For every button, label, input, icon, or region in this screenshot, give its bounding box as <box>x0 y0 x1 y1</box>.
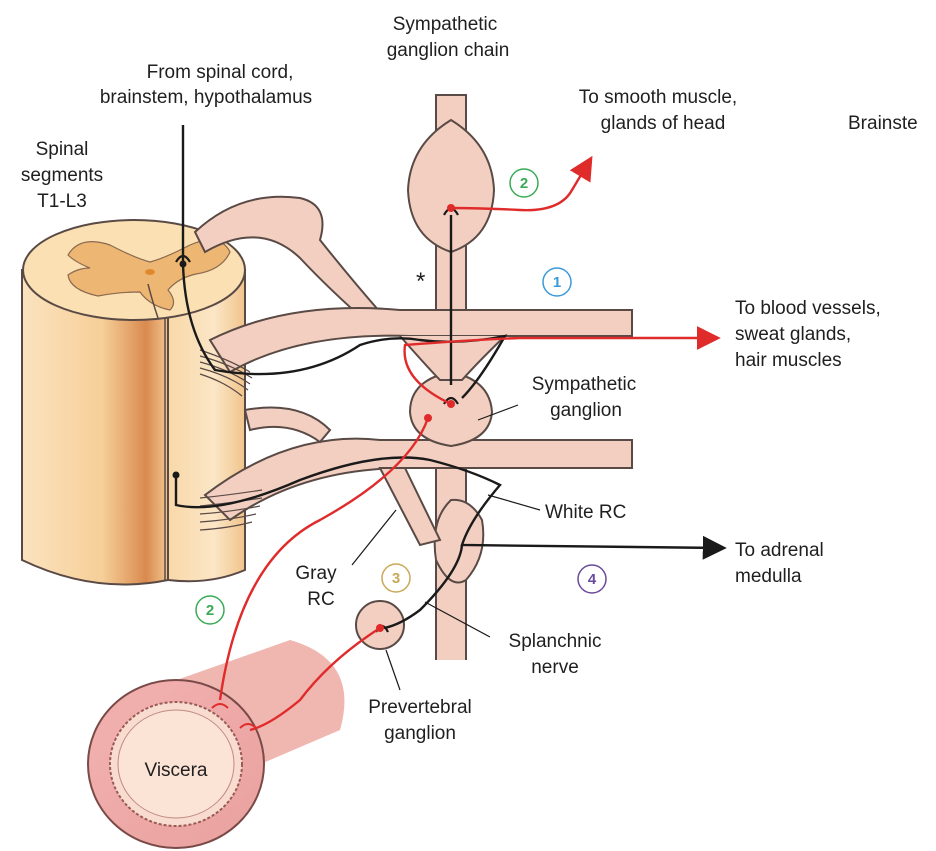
gray-ramus-communicans <box>380 468 440 545</box>
pathway-number-3: 3 <box>392 570 400 587</box>
pathway-badge-2-upper: 2 <box>510 169 538 197</box>
viscera-organ <box>88 640 344 848</box>
label-spinal-1: Spinal <box>36 139 89 160</box>
central-canal <box>145 269 155 275</box>
label-smooth-1: To smooth muscle, <box>579 87 737 108</box>
pathway-badge-2-lower: 2 <box>196 596 224 624</box>
label-vessels-1: To blood vessels, <box>735 298 881 319</box>
label-brainstem: Brainste <box>848 113 918 134</box>
asterisk-marker: * <box>416 268 425 295</box>
label-from-1: From spinal cord, <box>147 62 294 83</box>
pathway-badge-4: 4 <box>578 565 606 593</box>
label-viscera: Viscera <box>144 760 207 781</box>
label-adrenal-1: To adrenal <box>735 540 824 561</box>
label-smooth-2: glands of head <box>601 113 726 134</box>
spinal-cord-segment <box>22 220 245 585</box>
label-prevert-2: ganglion <box>384 723 456 744</box>
label-vessels-2: sweat glands, <box>735 324 851 345</box>
pathway-number-2-upper: 2 <box>520 175 528 192</box>
pathway-number-4: 4 <box>588 571 597 588</box>
label-prevert-1: Prevertebral <box>368 697 472 718</box>
label-vessels-3: hair muscles <box>735 350 842 371</box>
pathway-number-2-lower: 2 <box>206 602 214 619</box>
label-spinal-3: T1-L3 <box>37 191 87 212</box>
lower-chain-ganglion <box>435 500 484 583</box>
label-spinal-2: segments <box>21 165 103 186</box>
pathway-number-1: 1 <box>553 274 561 291</box>
label-from-2: brainstem, hypothalamus <box>100 87 312 108</box>
label-splanchnic-2: nerve <box>531 657 579 678</box>
label-white-rc: White RC <box>545 502 626 523</box>
label-gray-1: Gray <box>295 563 337 584</box>
label-sg-1: Sympathetic <box>532 374 637 395</box>
label-gray-2: RC <box>307 589 334 610</box>
label-chain-1: Sympathetic <box>393 14 498 35</box>
label-sg-2: ganglion <box>550 400 622 421</box>
label-chain-2: ganglion chain <box>387 40 510 61</box>
pathway-badge-1: 1 <box>543 268 571 296</box>
dorsal-root-lower <box>245 408 330 443</box>
pathway-badge-3: 3 <box>382 564 410 592</box>
label-adrenal-2: medulla <box>735 566 802 587</box>
label-splanchnic-1: Splanchnic <box>509 631 602 652</box>
